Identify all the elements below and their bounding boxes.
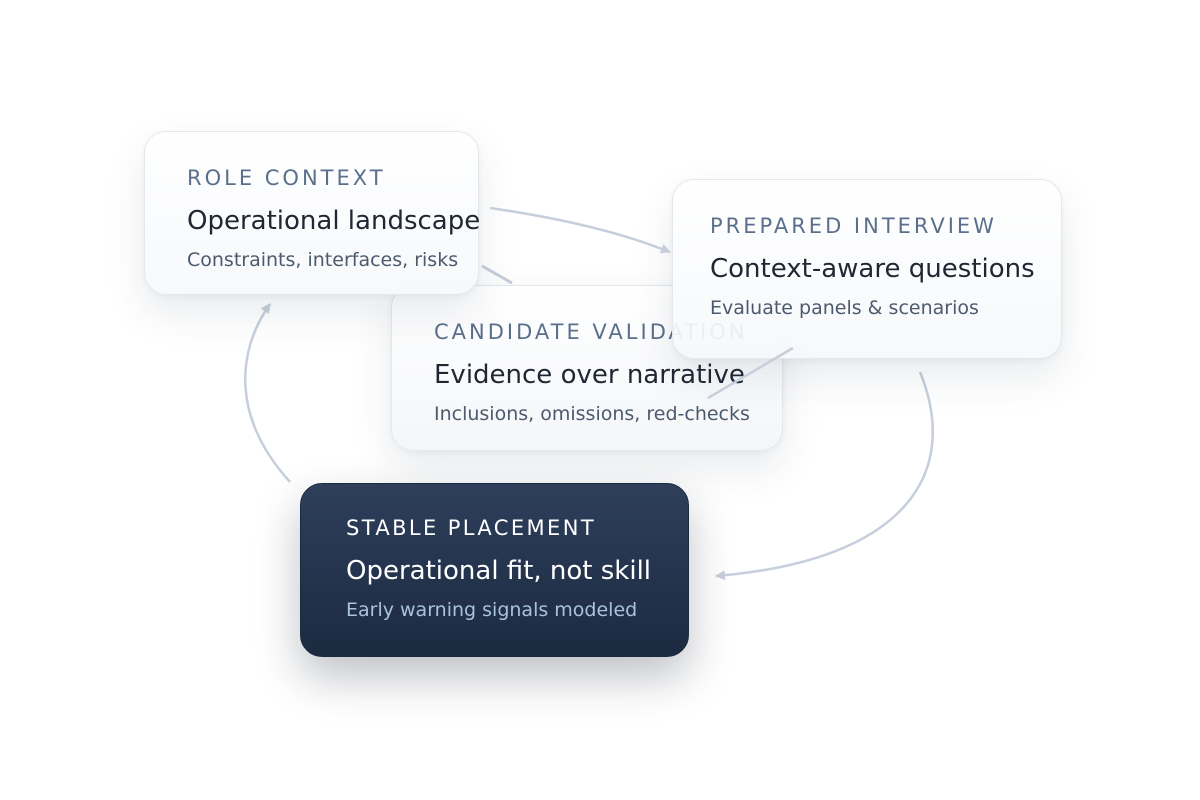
stable-placement-headline: Operational fit, not skill <box>346 556 652 586</box>
stable-placement-card: STABLE PLACEMENT Operational fit, not sk… <box>300 483 689 657</box>
arrow-role-to-interview <box>489 206 671 254</box>
role-context-subtitle: Constraints, interfaces, risks <box>187 248 459 271</box>
prepared-interview-eyebrow: PREPARED INTERVIEW <box>710 214 997 238</box>
role-context-eyebrow: ROLE CONTEXT <box>187 166 386 190</box>
candidate-validation-headline: Evidence over narrative <box>434 360 745 390</box>
prepared-interview-subtitle: Evaluate panels & scenarios <box>710 296 979 319</box>
stable-placement-eyebrow: STABLE PLACEMENT <box>346 516 597 540</box>
candidate-validation-subtitle: Inclusions, omissions, red-checks <box>434 402 750 425</box>
candidate-validation-eyebrow: CANDIDATE VALIDATION <box>434 320 748 344</box>
role-context-card: ROLE CONTEXT Operational landscape Const… <box>144 131 481 295</box>
arrow-role-to-validation <box>481 264 513 285</box>
role-context-headline: Operational landscape <box>187 206 481 236</box>
stable-placement-subtitle: Early warning signals modeled <box>346 598 638 621</box>
prepared-interview-headline: Context-aware questions <box>710 254 1035 284</box>
arrow-placement-to-role <box>244 303 291 483</box>
prepared-interview-card: PREPARED INTERVIEW Context-aware questio… <box>672 179 1062 359</box>
